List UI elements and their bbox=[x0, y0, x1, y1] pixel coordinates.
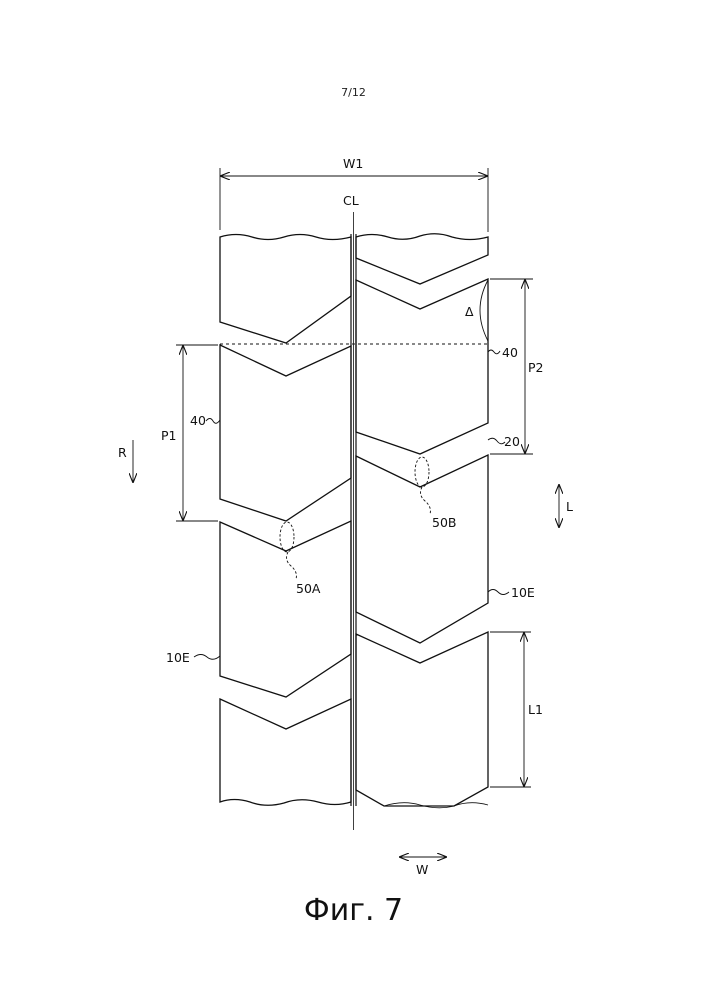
right-block-2 bbox=[356, 455, 488, 643]
label-40-left: 40 bbox=[190, 413, 206, 428]
r-label: R bbox=[118, 445, 127, 460]
figure-caption: Фиг. 7 bbox=[0, 893, 707, 928]
p2-label: P2 bbox=[528, 360, 544, 375]
callout-10e-left: 10E bbox=[166, 650, 220, 665]
callout-10e-right: 10E bbox=[488, 585, 535, 600]
w-label: W bbox=[416, 862, 428, 877]
label-50a: 50A bbox=[296, 581, 321, 596]
width-arrow: W bbox=[400, 857, 446, 877]
callout-40-left: 40 bbox=[190, 413, 220, 428]
p1-label: P1 bbox=[161, 428, 177, 443]
cl-label: CL bbox=[343, 193, 359, 208]
label-50b: 50B bbox=[432, 515, 456, 530]
delta-label: Δ bbox=[465, 304, 474, 319]
rotation-arrow: R bbox=[118, 440, 133, 482]
left-block-2 bbox=[220, 521, 351, 697]
left-block-bottom bbox=[220, 699, 351, 805]
label-40-right: 40 bbox=[502, 345, 518, 360]
right-block-top bbox=[356, 234, 488, 284]
label-10e-left: 10E bbox=[166, 650, 190, 665]
l1-dimension: L1 bbox=[490, 632, 543, 787]
callout-40-right: 40 bbox=[488, 345, 518, 360]
left-block-top bbox=[220, 235, 351, 344]
l-label: L bbox=[566, 499, 573, 514]
center-rib bbox=[351, 212, 356, 830]
longitudinal-arrow: L bbox=[559, 485, 573, 527]
p1-dimension: P1 bbox=[161, 345, 218, 521]
right-block-3 bbox=[356, 632, 488, 806]
callout-20: 20 bbox=[488, 434, 520, 449]
l1-label: L1 bbox=[528, 702, 543, 717]
w1-label: W1 bbox=[343, 156, 363, 171]
label-10e-right: 10E bbox=[511, 585, 535, 600]
p2-dimension: P2 bbox=[490, 279, 544, 454]
left-block-1 bbox=[220, 345, 351, 521]
label-20: 20 bbox=[504, 434, 520, 449]
